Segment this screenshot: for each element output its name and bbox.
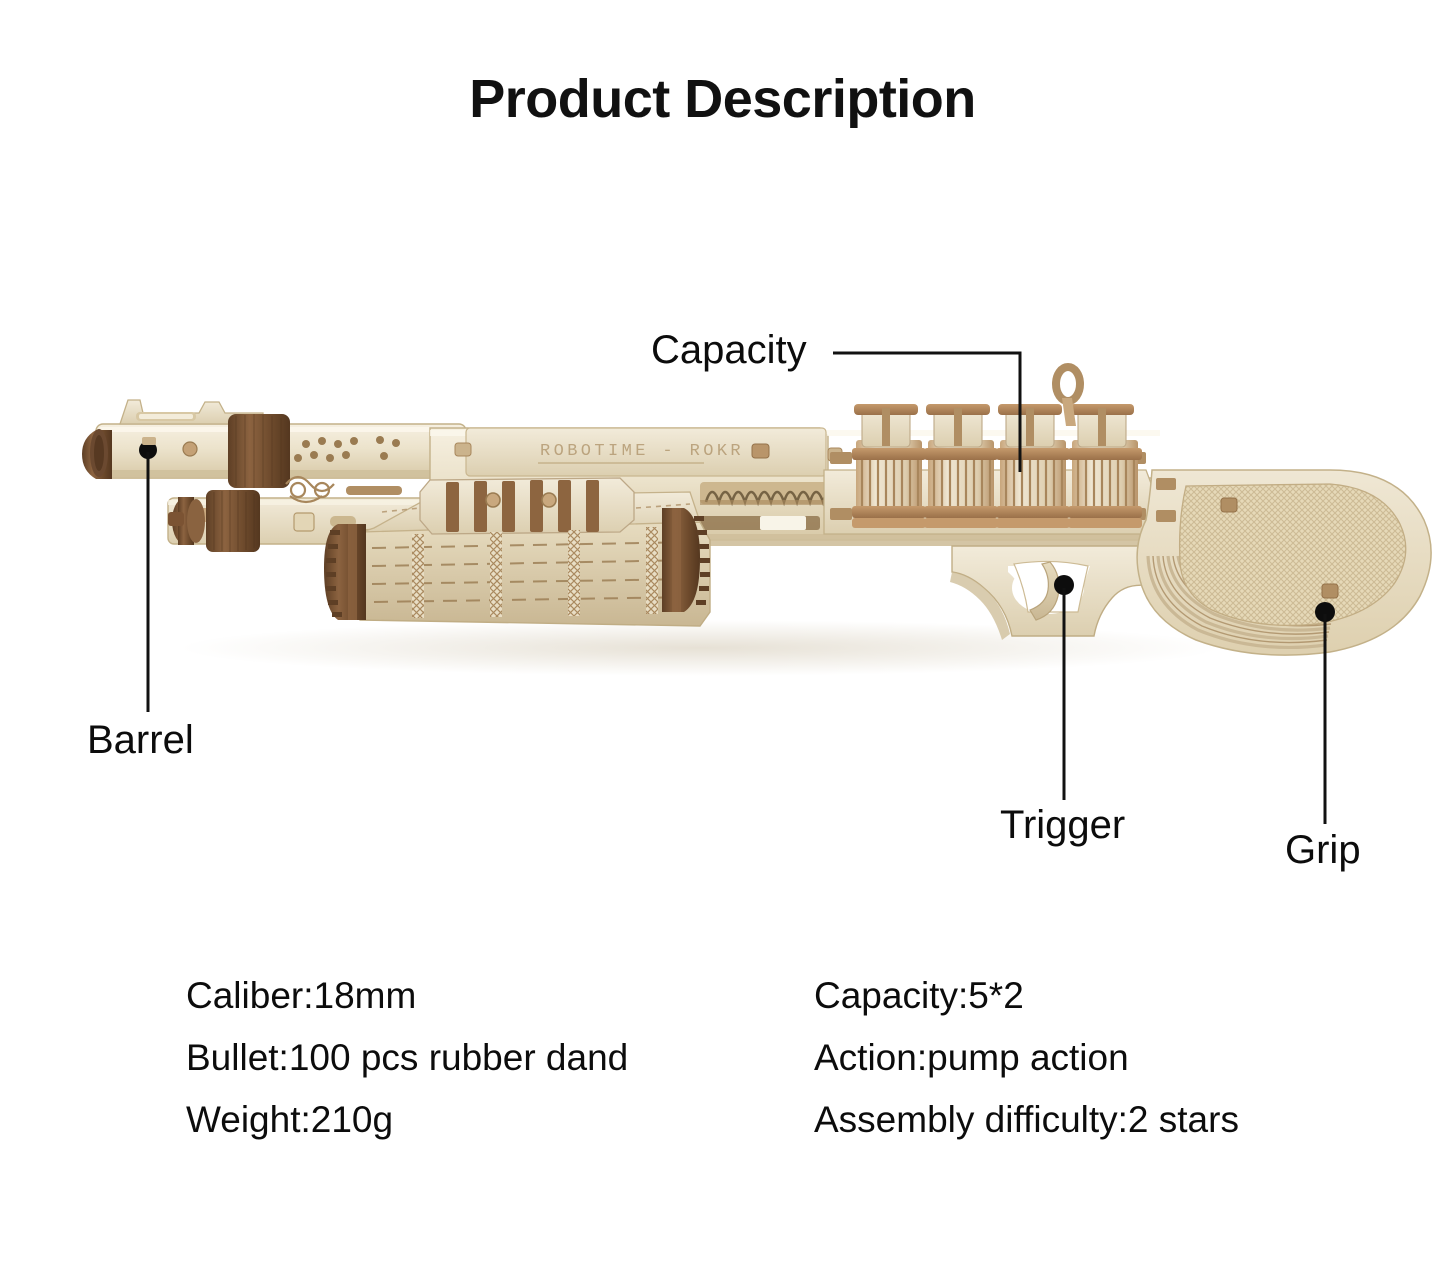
barrel-assembly bbox=[82, 399, 469, 552]
muzzle-cap bbox=[82, 429, 112, 479]
etched-motif bbox=[285, 475, 335, 504]
shell-1 bbox=[852, 404, 926, 528]
spec-capacity: Capacity:5*2 bbox=[814, 975, 1024, 1016]
trigger-leader-dot bbox=[1054, 575, 1074, 595]
spec-column-left: Caliber:18mm Bullet:100 pcs rubber dand … bbox=[186, 965, 628, 1151]
spec-caliber: Caliber:18mm bbox=[186, 975, 417, 1016]
grip-stock bbox=[1136, 469, 1432, 656]
cartridge-carrier bbox=[823, 363, 1153, 535]
charging-ring bbox=[1052, 363, 1084, 426]
trigger-group bbox=[950, 545, 1151, 640]
callout-label-barrel: Barrel bbox=[87, 718, 194, 762]
shell-3 bbox=[996, 404, 1070, 528]
leader-lines bbox=[146, 351, 1327, 824]
page-title: Product Description bbox=[469, 69, 976, 129]
barrel-band bbox=[228, 414, 290, 488]
action-spring bbox=[700, 482, 860, 507]
pump-forend bbox=[324, 477, 711, 627]
barrel-leader-dot bbox=[139, 441, 157, 459]
forend-rear-disc bbox=[662, 508, 710, 612]
grip-leader-dot bbox=[1315, 602, 1335, 622]
callout-label-capacity: Capacity bbox=[651, 328, 807, 372]
spec-bullet: Bullet:100 pcs rubber dand bbox=[186, 1037, 629, 1078]
receiver-engraving: ROBOTIME - ROKR bbox=[540, 442, 744, 461]
heat-shield-holes bbox=[294, 436, 400, 462]
spec-column-right: Capacity:5*2 Action:pump action Assembly… bbox=[814, 965, 1239, 1151]
spec-assembly-difficulty: Assembly difficulty:2 stars bbox=[814, 1099, 1239, 1140]
spec-action: Action:pump action bbox=[814, 1037, 1129, 1078]
forend-rail bbox=[419, 477, 635, 535]
capacity-leader-line bbox=[833, 351, 1022, 472]
forend-front-disc bbox=[324, 524, 366, 620]
forend-hatch-strips bbox=[412, 527, 658, 618]
front-sight bbox=[119, 399, 264, 425]
callout-label-grip: Grip bbox=[1285, 828, 1361, 872]
callout-label-trigger: Trigger bbox=[1000, 803, 1126, 847]
spec-weight: Weight:210g bbox=[186, 1099, 394, 1140]
shell-4 bbox=[1068, 404, 1142, 528]
shell-2 bbox=[924, 404, 998, 528]
magazine-band bbox=[206, 490, 260, 552]
